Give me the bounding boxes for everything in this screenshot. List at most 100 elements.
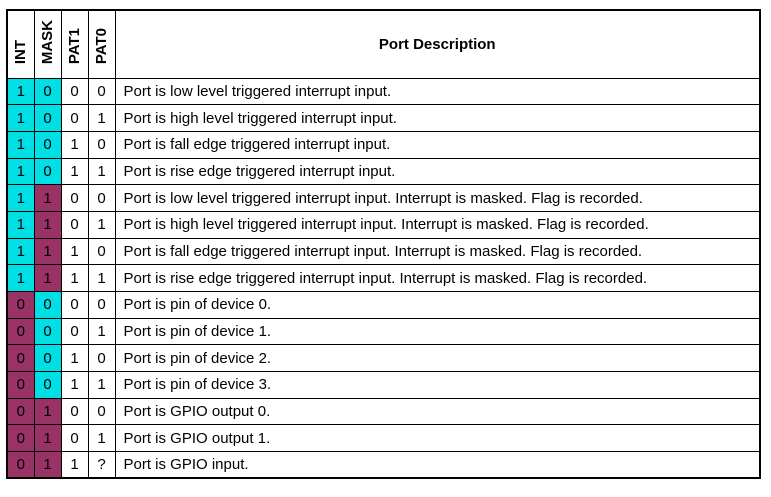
int-bit-cell: 0 <box>6 317 35 346</box>
col-header-int: INT <box>6 9 35 79</box>
description-cell: Port is pin of device 0. <box>114 291 761 319</box>
pat0-bit-cell: 0 <box>87 130 116 159</box>
int-bit-cell: 0 <box>6 424 35 453</box>
pat1-bit-cell: 0 <box>60 397 89 426</box>
pat0-bit-cell: 0 <box>87 344 116 373</box>
pat1-bit-cell: 0 <box>60 424 89 453</box>
table-row: 0 0 0 0 Port is pin of device 0. <box>6 291 761 319</box>
description-cell: Port is high level triggered interrupt i… <box>114 104 761 132</box>
description-cell: Port is fall edge triggered interrupt in… <box>114 237 761 266</box>
table-row: 1 1 1 0 Port is fall edge triggered inte… <box>6 237 761 266</box>
description-cell: Port is GPIO input. <box>114 451 761 479</box>
table-row: 1 1 1 1 Port is rise edge triggered inte… <box>6 264 761 292</box>
col-header-pat0: PAT0 <box>87 9 116 79</box>
pat0-bit-cell: 1 <box>87 317 116 346</box>
col-header-int-label: INT <box>12 40 30 65</box>
int-bit-cell: 1 <box>6 264 35 292</box>
table-body: 1 0 0 0 Port is low level triggered inte… <box>6 77 761 479</box>
pat0-bit-cell: ? <box>87 451 116 479</box>
mask-bit-cell: 0 <box>33 344 62 373</box>
mask-bit-cell: 1 <box>33 397 62 426</box>
pat0-bit-cell: 1 <box>87 371 116 399</box>
description-cell: Port is rise edge triggered interrupt in… <box>114 157 761 186</box>
table-row: 1 0 0 0 Port is low level triggered inte… <box>6 77 761 106</box>
pat1-bit-cell: 0 <box>60 184 89 212</box>
col-header-mask-label: MASK <box>39 20 56 65</box>
mask-bit-cell: 0 <box>33 291 62 319</box>
description-cell: Port is pin of device 3. <box>114 371 761 399</box>
table-row: 1 1 0 1 Port is high level triggered int… <box>6 210 761 239</box>
mask-bit-cell: 0 <box>33 104 62 132</box>
pat1-bit-cell: 0 <box>60 317 89 346</box>
port-description-table-container: INT MASK PAT1 PAT0 Port Description 1 0 … <box>6 9 761 480</box>
table-row: 1 0 1 0 Port is fall edge triggered inte… <box>6 130 761 159</box>
pat1-bit-cell: 1 <box>60 130 89 159</box>
int-bit-cell: 0 <box>6 451 35 479</box>
description-cell: Port is GPIO output 1. <box>114 424 761 453</box>
table-row: 0 1 0 1 Port is GPIO output 1. <box>6 424 761 453</box>
mask-bit-cell: 0 <box>33 157 62 186</box>
pat1-bit-cell: 1 <box>60 344 89 373</box>
pat1-bit-cell: 0 <box>60 104 89 132</box>
table-row: 0 0 1 0 Port is pin of device 2. <box>6 344 761 373</box>
pat0-bit-cell: 1 <box>87 424 116 453</box>
pat1-bit-cell: 0 <box>60 77 89 106</box>
table-row: 0 1 0 0 Port is GPIO output 0. <box>6 397 761 426</box>
int-bit-cell: 0 <box>6 291 35 319</box>
mask-bit-cell: 0 <box>33 371 62 399</box>
mask-bit-cell: 1 <box>33 237 62 266</box>
mask-bit-cell: 1 <box>33 424 62 453</box>
pat0-bit-cell: 0 <box>87 397 116 426</box>
pat1-bit-cell: 1 <box>60 237 89 266</box>
description-cell: Port is low level triggered interrupt in… <box>114 184 761 212</box>
int-bit-cell: 1 <box>6 157 35 186</box>
pat0-bit-cell: 0 <box>87 77 116 106</box>
pat0-bit-cell: 1 <box>87 210 116 239</box>
int-bit-cell: 1 <box>6 237 35 266</box>
col-header-pat0-label: PAT0 <box>93 28 110 65</box>
table-row: 0 1 1 ? Port is GPIO input. <box>6 451 761 479</box>
int-bit-cell: 0 <box>6 397 35 426</box>
port-description-table: INT MASK PAT1 PAT0 Port Description 1 0 … <box>6 9 761 480</box>
pat1-bit-cell: 1 <box>60 371 89 399</box>
table-row: 0 0 0 1 Port is pin of device 1. <box>6 317 761 346</box>
pat0-bit-cell: 1 <box>87 104 116 132</box>
table-row: 1 0 0 1 Port is high level triggered int… <box>6 104 761 132</box>
mask-bit-cell: 1 <box>33 184 62 212</box>
mask-bit-cell: 0 <box>33 317 62 346</box>
description-cell: Port is rise edge triggered interrupt in… <box>114 264 761 292</box>
pat0-bit-cell: 0 <box>87 184 116 212</box>
int-bit-cell: 0 <box>6 344 35 373</box>
header-row: INT MASK PAT1 PAT0 Port Description <box>6 9 761 79</box>
int-bit-cell: 1 <box>6 184 35 212</box>
col-header-pat1: PAT1 <box>60 9 89 79</box>
col-header-pat1-label: PAT1 <box>66 28 83 65</box>
pat0-bit-cell: 0 <box>87 291 116 319</box>
mask-bit-cell: 1 <box>33 210 62 239</box>
col-header-mask: MASK <box>33 9 62 79</box>
description-cell: Port is high level triggered interrupt i… <box>114 210 761 239</box>
description-cell: Port is GPIO output 0. <box>114 397 761 426</box>
pat0-bit-cell: 0 <box>87 237 116 266</box>
pat0-bit-cell: 1 <box>87 264 116 292</box>
table-header: INT MASK PAT1 PAT0 Port Description <box>6 9 761 79</box>
int-bit-cell: 1 <box>6 210 35 239</box>
mask-bit-cell: 0 <box>33 77 62 106</box>
description-cell: Port is pin of device 2. <box>114 344 761 373</box>
description-cell: Port is low level triggered interrupt in… <box>114 77 761 106</box>
table-row: 1 1 0 0 Port is low level triggered inte… <box>6 184 761 212</box>
table-row: 0 0 1 1 Port is pin of device 3. <box>6 371 761 399</box>
pat1-bit-cell: 0 <box>60 291 89 319</box>
description-cell: Port is pin of device 1. <box>114 317 761 346</box>
pat1-bit-cell: 1 <box>60 264 89 292</box>
mask-bit-cell: 0 <box>33 130 62 159</box>
mask-bit-cell: 1 <box>33 264 62 292</box>
int-bit-cell: 1 <box>6 77 35 106</box>
int-bit-cell: 1 <box>6 104 35 132</box>
pat1-bit-cell: 0 <box>60 210 89 239</box>
table-row: 1 0 1 1 Port is rise edge triggered inte… <box>6 157 761 186</box>
int-bit-cell: 0 <box>6 371 35 399</box>
pat1-bit-cell: 1 <box>60 451 89 479</box>
pat0-bit-cell: 1 <box>87 157 116 186</box>
description-cell: Port is fall edge triggered interrupt in… <box>114 130 761 159</box>
